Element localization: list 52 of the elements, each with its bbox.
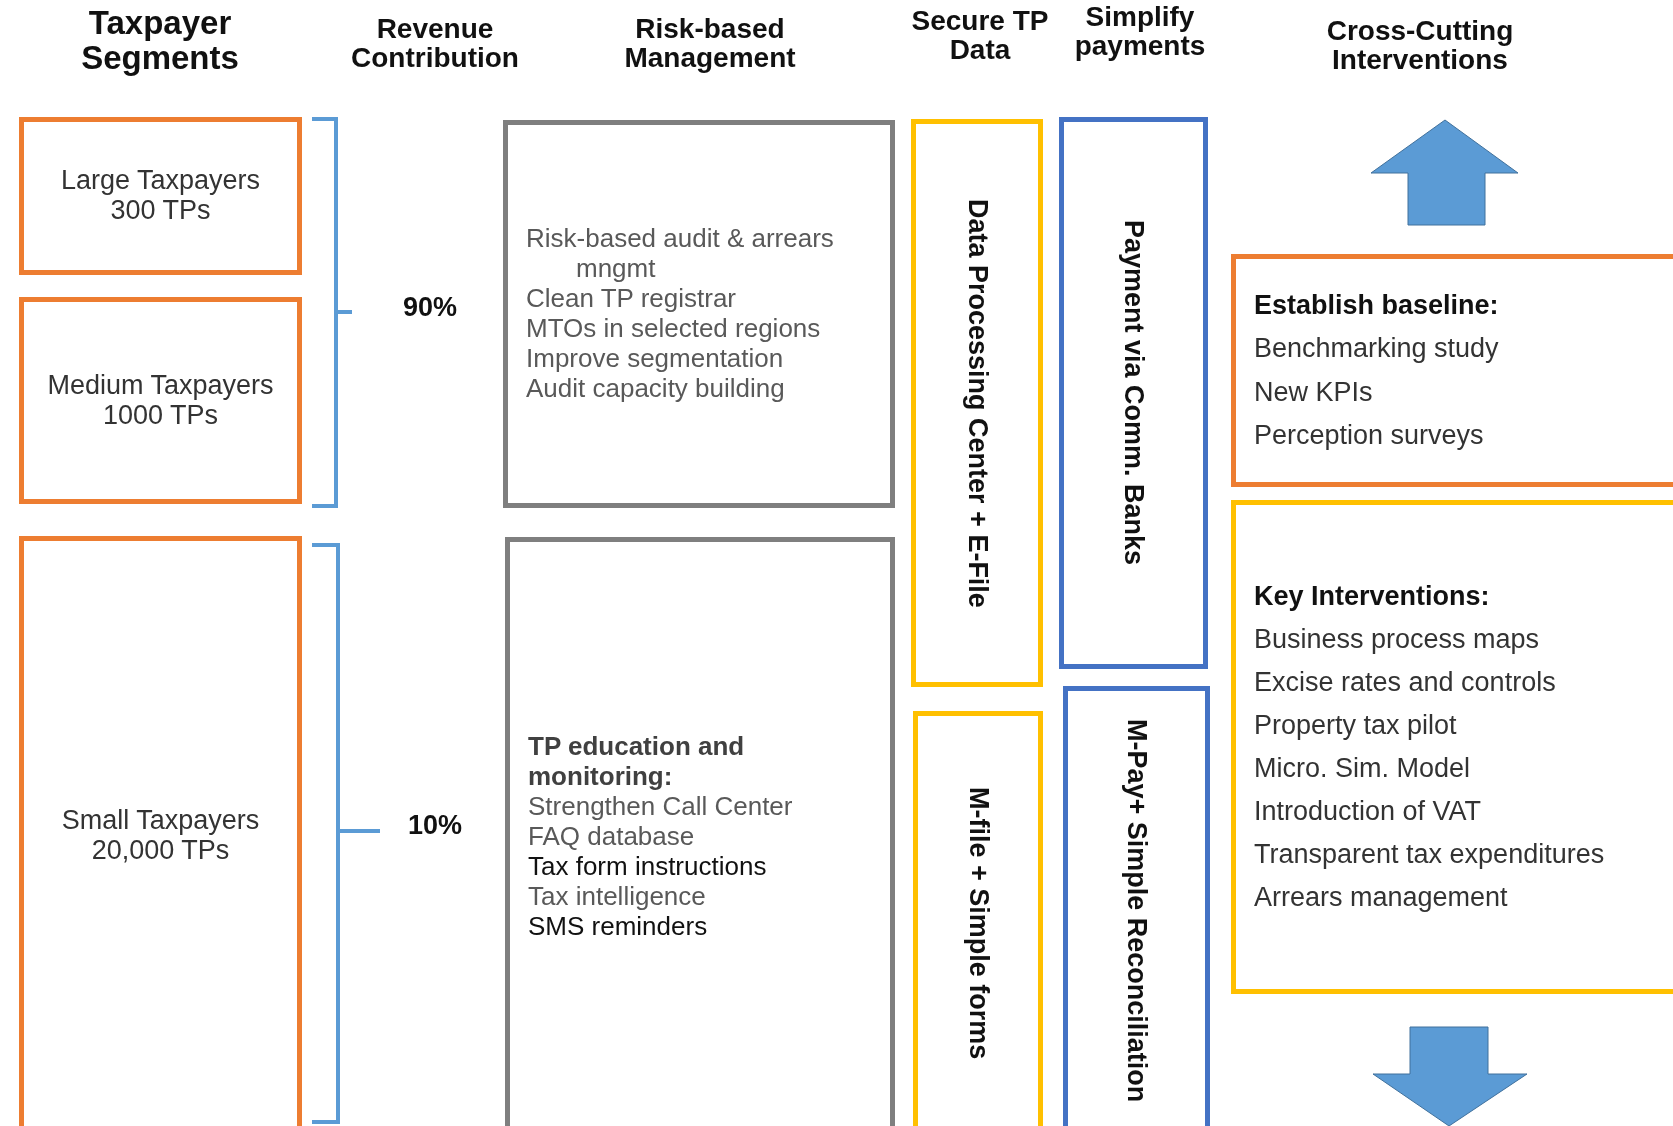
box xyxy=(913,711,1043,1126)
box xyxy=(19,117,302,275)
list-item: New KPIs xyxy=(1254,376,1374,408)
column-heading: Cross-Cutting Interventions xyxy=(1325,16,1515,75)
list-item: Arrears management xyxy=(1254,882,1509,914)
percentage-label: 10% xyxy=(406,811,463,840)
segment-text: Small Taxpayers xyxy=(61,806,260,836)
list-item: Audit capacity building xyxy=(526,373,786,404)
vertical-text: M-Pay+ Simple Reconciliation xyxy=(1123,719,1150,1103)
list-item: Introduction of VAT xyxy=(1254,796,1483,828)
column-heading: Simplify payments xyxy=(1073,2,1207,61)
box xyxy=(503,120,895,508)
list-heading: TP education and monitoring: xyxy=(528,732,746,793)
box xyxy=(19,536,302,1126)
list-item: Property tax pilot xyxy=(1254,709,1458,741)
segment-text: Medium Taxpayers xyxy=(47,370,274,401)
list-heading: Establish baseline: xyxy=(1254,290,1500,322)
box xyxy=(1231,254,1673,487)
list-item: Business process maps xyxy=(1254,623,1541,655)
list-item: Clean TP registrar xyxy=(526,284,738,314)
list-item: Strengthen Call Center xyxy=(528,792,794,823)
list-item: Tax intelligence xyxy=(528,881,707,912)
column-heading: Risk-based Management xyxy=(623,14,797,73)
list-item: Excise rates and controls xyxy=(1254,666,1557,698)
list-item: Improve segmentation xyxy=(526,343,785,374)
box xyxy=(1063,686,1210,1126)
percentage-label: 90% xyxy=(401,293,458,322)
column-heading: Taxpayer Segments xyxy=(80,6,240,76)
list-item: Micro. Sim. Model xyxy=(1254,753,1472,785)
list-item: SMS reminders xyxy=(528,911,709,942)
list-item: Benchmarking study xyxy=(1254,333,1500,365)
box xyxy=(1059,117,1208,669)
segment-text: Large Taxpayers xyxy=(60,166,261,196)
list-item: Transparent tax expenditures xyxy=(1254,839,1606,871)
box xyxy=(1231,500,1673,994)
box xyxy=(911,119,1043,687)
list-item: Risk-based audit & arrears mngmt xyxy=(526,224,835,285)
list-heading: Key Interventions: xyxy=(1254,580,1491,612)
segment-text: 300 TPs xyxy=(110,196,211,226)
vertical-text: Payment via Comm. Banks xyxy=(1120,220,1147,566)
list-item: MTOs in selected regions xyxy=(526,314,822,344)
list-item: Tax form instructions xyxy=(528,851,768,882)
box xyxy=(505,537,895,1126)
list-item: Perception surveys xyxy=(1254,419,1485,451)
vertical-text: M-file + Simple forms xyxy=(964,787,992,1060)
column-heading: Secure TP Data xyxy=(910,6,1050,65)
column-heading: Revenue Contribution xyxy=(350,14,520,73)
vertical-text: Data Processing Center + E-File xyxy=(963,198,991,608)
segment-text: 1000 TPs xyxy=(102,400,219,431)
box xyxy=(19,297,302,504)
segment-text: 20,000 TPs xyxy=(91,836,230,866)
list-item: FAQ database xyxy=(528,822,696,852)
